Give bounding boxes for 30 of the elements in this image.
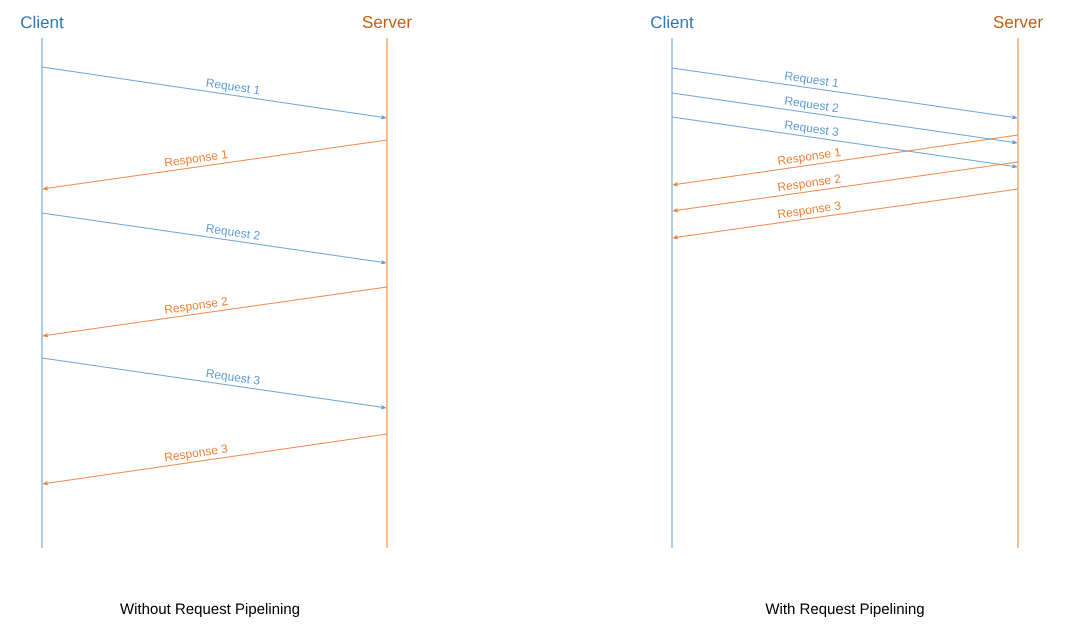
- diagram-caption: With Request Pipelining: [765, 603, 924, 617]
- message-arrow: [42, 433, 388, 486]
- message-label: Response 3: [164, 444, 228, 462]
- message-arrow: [671, 67, 1018, 120]
- message-arrow: [672, 134, 1019, 187]
- message-label: Response 2: [164, 296, 228, 314]
- message-arrow: [671, 116, 1018, 169]
- message-label: Response 1: [164, 150, 228, 167]
- message-label: Request 3: [785, 120, 839, 136]
- message-arrow: [671, 92, 1018, 145]
- participant-label: Client: [651, 15, 694, 29]
- message-arrow: [672, 188, 1019, 240]
- participant-label: Server: [993, 16, 1043, 29]
- participant-label: Server: [362, 16, 412, 29]
- message-arrow: [42, 139, 388, 191]
- message-arrow: [42, 286, 388, 338]
- message-label: Response 2: [777, 174, 841, 192]
- message-label: Request 3: [206, 368, 260, 385]
- message-label: Response 3: [777, 201, 841, 219]
- message-label: Request 1: [206, 78, 260, 95]
- message-arrow: [41, 66, 387, 120]
- message-label: Response 1: [777, 148, 841, 165]
- message-label: Request 2: [785, 96, 839, 113]
- message-label: Request 2: [206, 223, 260, 240]
- participant-label: Client: [21, 15, 64, 29]
- message-arrow: [672, 161, 1019, 213]
- diagram-caption: Without Request Pipelining: [120, 603, 300, 617]
- message-arrow: [41, 357, 387, 410]
- message-label: Request 1: [785, 71, 838, 88]
- message-arrow: [41, 212, 387, 265]
